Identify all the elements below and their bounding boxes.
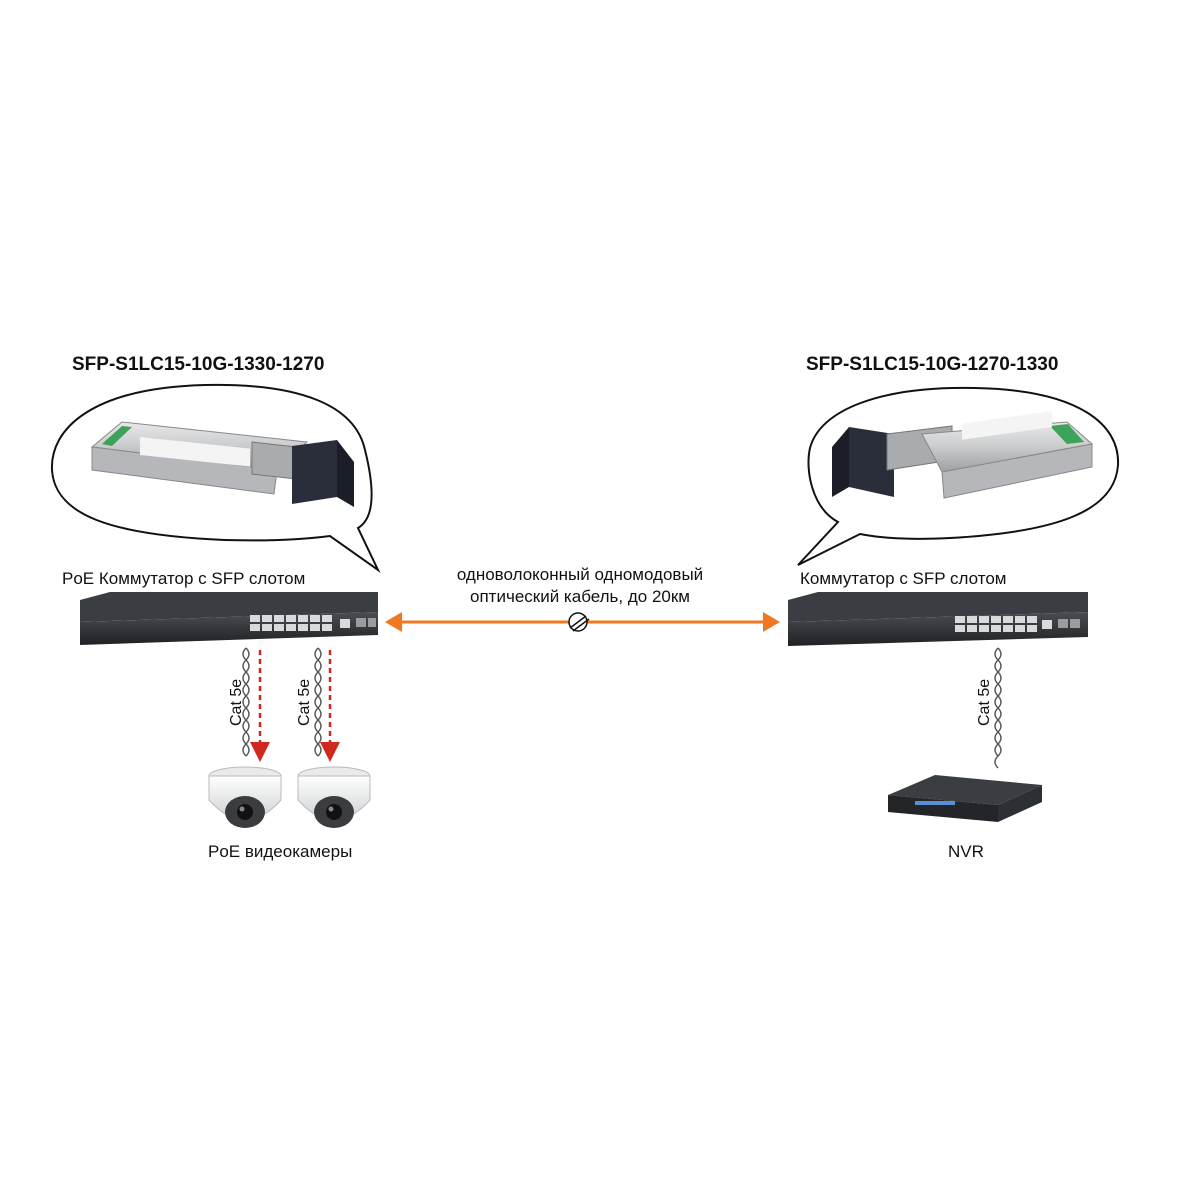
left-cable-1-label: Cat 5e [228,678,245,726]
left-sfp-module-image [90,421,354,507]
poe-cameras-label: PoE видеокамеры [208,842,353,861]
nvr-label: NVR [948,842,984,861]
nvr-image [888,775,1042,822]
left-cable-2-twisted-pair [314,647,322,757]
left-cable-2-label: Cat 5e [296,678,313,726]
poe-camera-2-image [297,766,371,828]
left-poe-switch-image [80,592,378,645]
right-cable-twisted-pair [994,647,1002,769]
fiber-link-arrow [385,612,780,632]
left-cable-1-twisted-pair [242,647,250,757]
right-switch-image [788,592,1088,646]
right-sfp-module-image [832,411,1094,499]
left-switch-label: PoE Коммутатор с SFP слотом [62,569,306,588]
right-switch-label: Коммутатор с SFP слотом [800,569,1007,588]
right-cable-label: Cat 5e [976,678,993,726]
right-sfp-model-title: SFP-S1LC15-10G-1270-1330 [806,354,1059,375]
fiber-link-label-line2: оптический кабель, до 20км [470,587,690,606]
fiber-link-label-line1: одноволоконный одномодовый [456,565,704,584]
poe-camera-1-image [208,766,282,828]
left-sfp-model-title: SFP-S1LC15-10G-1330-1270 [72,354,325,375]
